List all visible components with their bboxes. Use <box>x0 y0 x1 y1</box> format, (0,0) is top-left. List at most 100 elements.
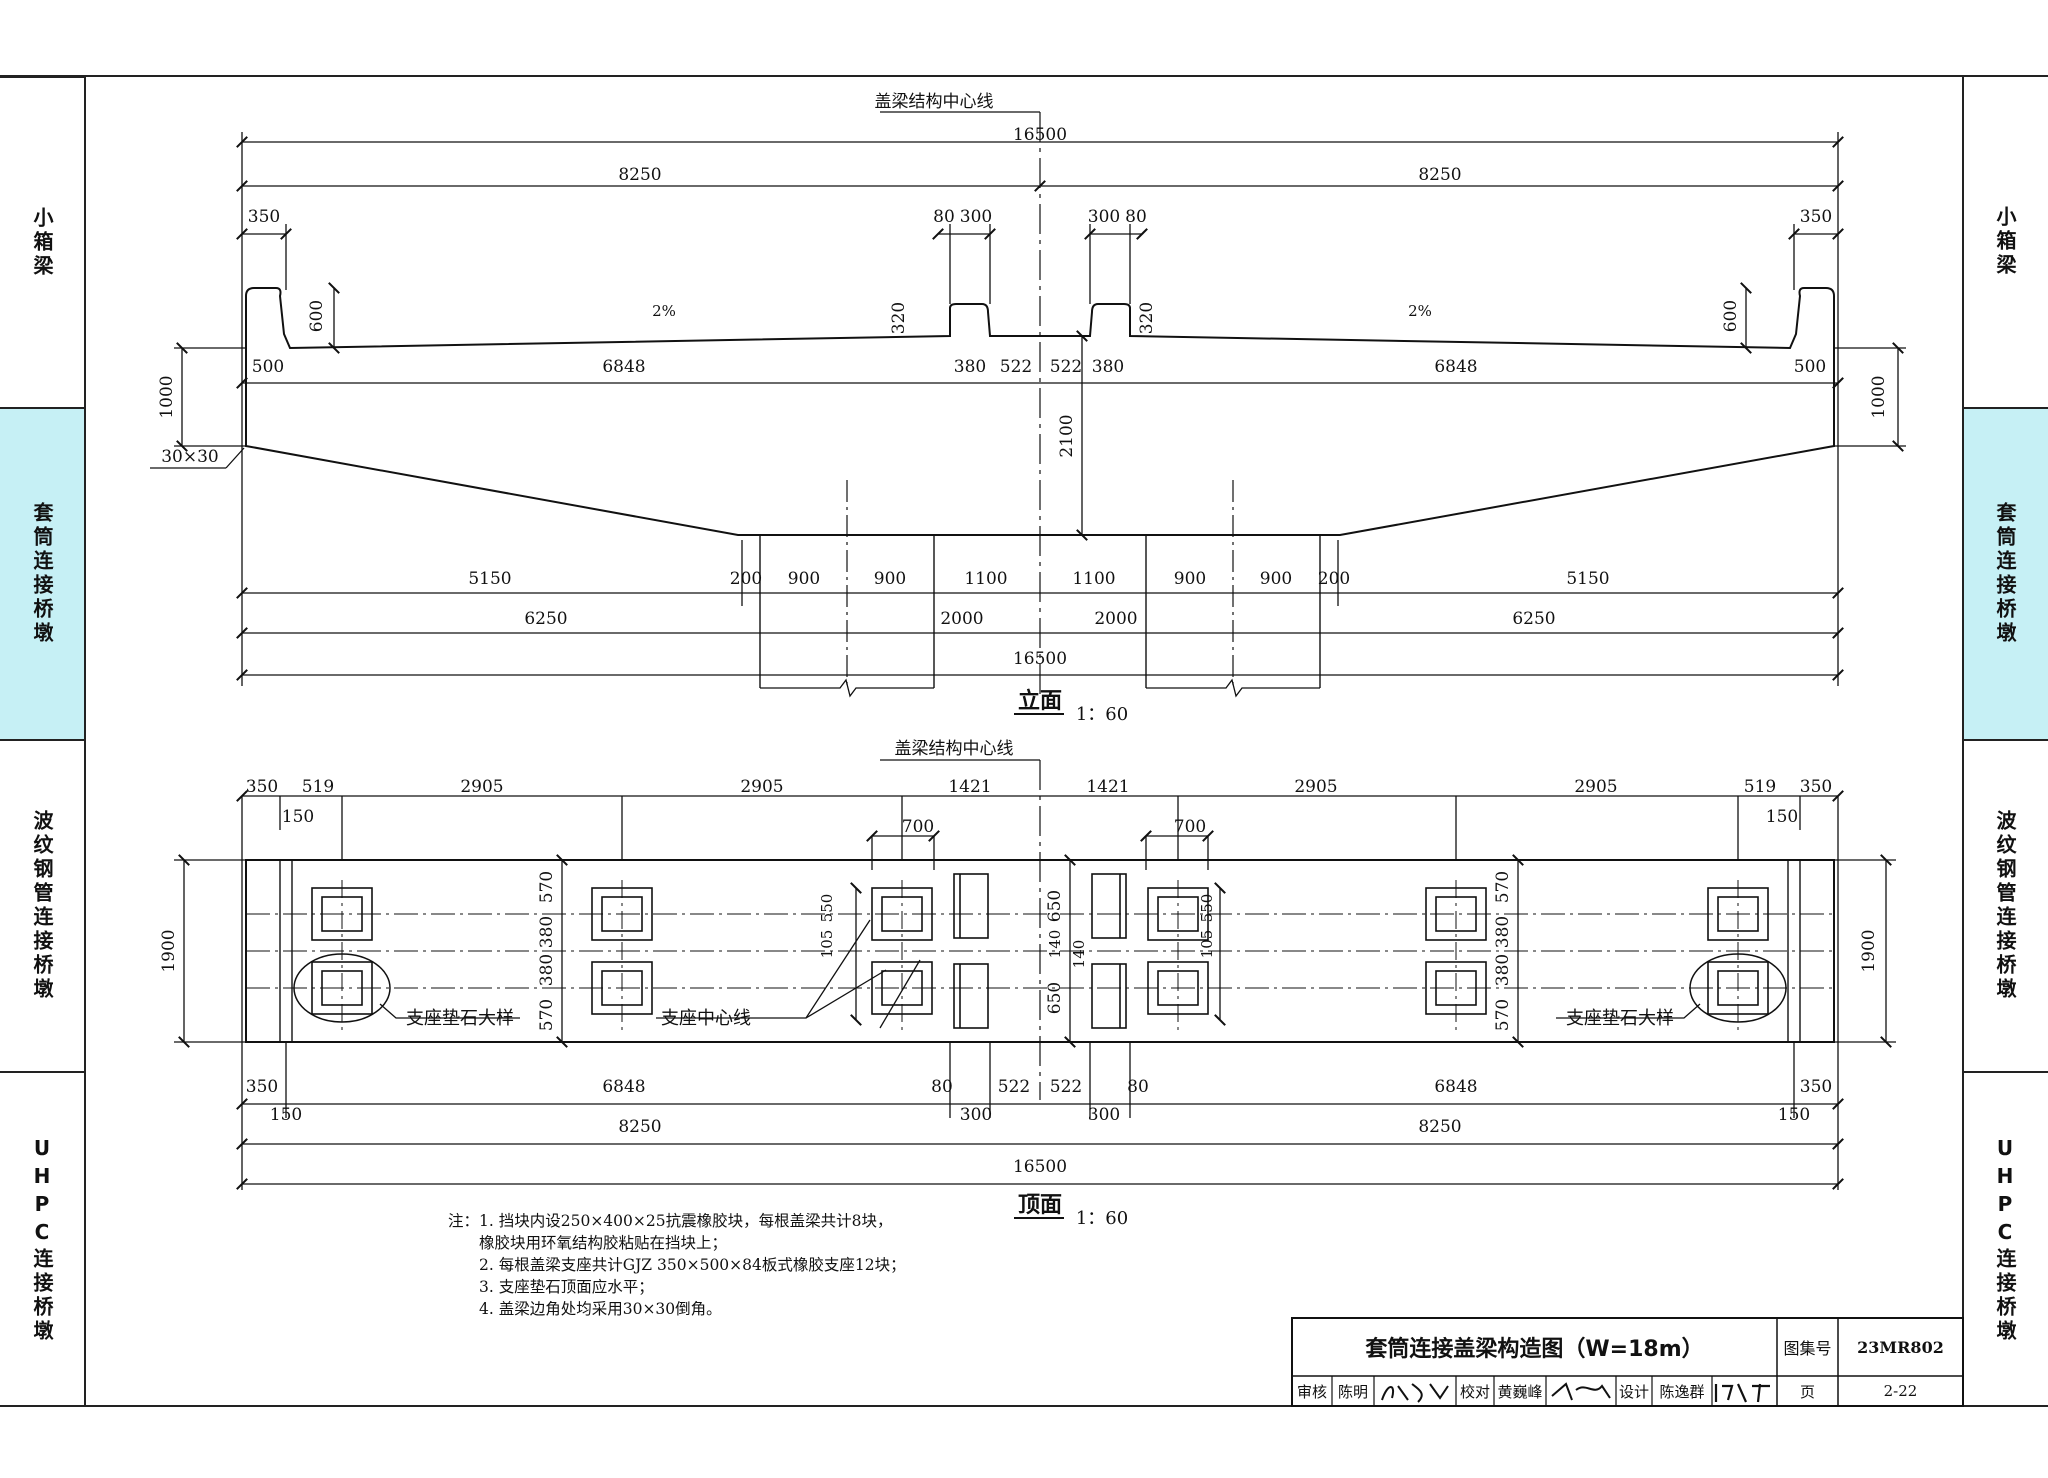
svg-text:320: 320 <box>889 302 909 334</box>
elevation-scale: 1：60 <box>1076 704 1128 725</box>
designer-name: 陈逸群 <box>1659 1382 1705 1401</box>
svg-text:8250: 8250 <box>618 165 661 185</box>
svg-text:380: 380 <box>1092 357 1124 377</box>
page-number: 2-22 <box>1883 1382 1918 1400</box>
svg-text:570: 570 <box>1493 999 1513 1031</box>
svg-text:80: 80 <box>1125 207 1147 227</box>
svg-text:300: 300 <box>1088 1105 1120 1125</box>
svg-text:16500: 16500 <box>1013 125 1067 145</box>
svg-text:140: 140 <box>1070 940 1088 969</box>
svg-text:600: 600 <box>307 300 327 332</box>
svg-text:6848: 6848 <box>602 1077 645 1097</box>
svg-text:570: 570 <box>1493 871 1513 903</box>
svg-text:900: 900 <box>874 569 906 589</box>
svg-text:350: 350 <box>246 777 278 797</box>
svg-text:522: 522 <box>1000 357 1032 377</box>
review-label: 审核 <box>1296 1382 1327 1401</box>
svg-text:1421: 1421 <box>1086 777 1129 797</box>
svg-text:2905: 2905 <box>740 777 783 797</box>
svg-text:320: 320 <box>1137 302 1157 334</box>
side-tab-left-2[interactable]: 套筒连接桥墩 <box>0 409 85 741</box>
svg-text:8250: 8250 <box>1418 165 1461 185</box>
svg-text:2000: 2000 <box>940 609 983 629</box>
svg-text:2905: 2905 <box>1294 777 1337 797</box>
svg-text:570: 570 <box>537 871 557 903</box>
atlas-number: 23MR802 <box>1857 1337 1944 1357</box>
svg-text:570: 570 <box>537 999 557 1031</box>
side-tab-left-3[interactable]: 波纹钢管连接桥墩 <box>0 741 85 1073</box>
note-line: 注：1. 挡块内设250×400×25抗震橡胶块，每根盖梁共计8块， <box>448 1212 893 1230</box>
svg-text:6250: 6250 <box>1512 609 1555 629</box>
bearing-pad <box>1425 887 1487 941</box>
side-tab-right-3[interactable]: 波纹钢管连接桥墩 <box>1963 741 2048 1073</box>
svg-text:522: 522 <box>1050 357 1082 377</box>
elevation-view-title: 立面 <box>1018 688 1062 714</box>
page-label: 页 <box>1799 1382 1815 1401</box>
side-tab-label: 小箱梁 <box>30 206 54 279</box>
bearing-centerline-label: 支座中心线 <box>661 1008 751 1029</box>
svg-text:150: 150 <box>1766 807 1798 827</box>
plan-centerline-label: 盖梁结构中心线 <box>895 739 1014 759</box>
side-tab-label: 套筒连接桥墩 <box>1993 502 2017 646</box>
side-tab-label: UHPC连接桥墩 <box>30 1135 54 1344</box>
svg-text:350: 350 <box>1800 207 1832 227</box>
plan-view-title: 顶面 <box>1018 1192 1062 1218</box>
plan-labels: 盖梁结构中心线 350 519 2905 2905 1421 1421 2905… <box>159 739 1879 1229</box>
elevation-centerline-label: 盖梁结构中心线 <box>875 92 994 112</box>
svg-text:8250: 8250 <box>1418 1117 1461 1137</box>
svg-text:16500: 16500 <box>1013 1157 1067 1177</box>
svg-text:2905: 2905 <box>1574 777 1617 797</box>
checker-name: 黄巍峰 <box>1497 1382 1543 1401</box>
side-tab-label: 波纹钢管连接桥墩 <box>1993 810 2017 1002</box>
design-label: 设计 <box>1618 1382 1649 1401</box>
svg-text:1000: 1000 <box>1869 375 1889 418</box>
svg-text:500: 500 <box>252 357 284 377</box>
side-tab-right-1[interactable]: 小箱梁 <box>1963 76 2048 409</box>
reviewer-name: 陈明 <box>1337 1382 1368 1401</box>
stopper-block <box>1091 873 1127 939</box>
svg-text:350: 350 <box>1800 1077 1832 1097</box>
svg-text:2100: 2100 <box>1057 414 1077 457</box>
svg-text:1100: 1100 <box>1072 569 1115 589</box>
bearing-pad <box>1707 961 1769 1015</box>
svg-text:80: 80 <box>1127 1077 1149 1097</box>
svg-text:150: 150 <box>282 807 314 827</box>
bearing-pad <box>591 887 653 941</box>
signature-design <box>1714 1383 1770 1403</box>
svg-text:380: 380 <box>1493 954 1513 986</box>
svg-text:2%: 2% <box>1408 302 1432 320</box>
side-tab-left-4[interactable]: UHPC连接桥墩 <box>0 1073 85 1406</box>
svg-text:2%: 2% <box>652 302 676 320</box>
svg-text:140: 140 <box>1046 930 1064 959</box>
svg-text:380: 380 <box>1493 916 1513 948</box>
svg-text:519: 519 <box>302 777 334 797</box>
bearing-pad <box>591 961 653 1015</box>
svg-text:1900: 1900 <box>159 929 179 972</box>
plan-view <box>245 760 1835 1100</box>
svg-text:522: 522 <box>1050 1077 1082 1097</box>
svg-text:80: 80 <box>933 207 955 227</box>
svg-text:550: 550 <box>1198 894 1216 923</box>
svg-text:80: 80 <box>931 1077 953 1097</box>
svg-text:500: 500 <box>1794 357 1826 377</box>
svg-text:1100: 1100 <box>964 569 1007 589</box>
svg-text:6848: 6848 <box>602 357 645 377</box>
bearing-pad <box>311 887 373 941</box>
side-tab-label: 波纹钢管连接桥墩 <box>30 810 54 1002</box>
svg-text:300: 300 <box>1088 207 1120 227</box>
svg-text:8250: 8250 <box>618 1117 661 1137</box>
svg-text:380: 380 <box>537 916 557 948</box>
svg-text:650: 650 <box>1045 890 1065 922</box>
svg-text:300: 300 <box>960 1105 992 1125</box>
svg-text:16500: 16500 <box>1013 649 1067 669</box>
side-tab-right-4[interactable]: UHPC连接桥墩 <box>1963 1073 2048 1406</box>
svg-text:350: 350 <box>246 1077 278 1097</box>
svg-text:1000: 1000 <box>157 375 177 418</box>
side-tab-right-2[interactable]: 套筒连接桥墩 <box>1963 409 2048 741</box>
side-tab-label: 套筒连接桥墩 <box>30 502 54 646</box>
note-line: 橡胶块用环氧结构胶粘贴在挡块上； <box>479 1234 728 1252</box>
elevation-labels: 盖梁结构中心线 16500 8250 8250 350 80 300 300 8… <box>157 92 1889 725</box>
svg-text:2000: 2000 <box>1094 609 1137 629</box>
